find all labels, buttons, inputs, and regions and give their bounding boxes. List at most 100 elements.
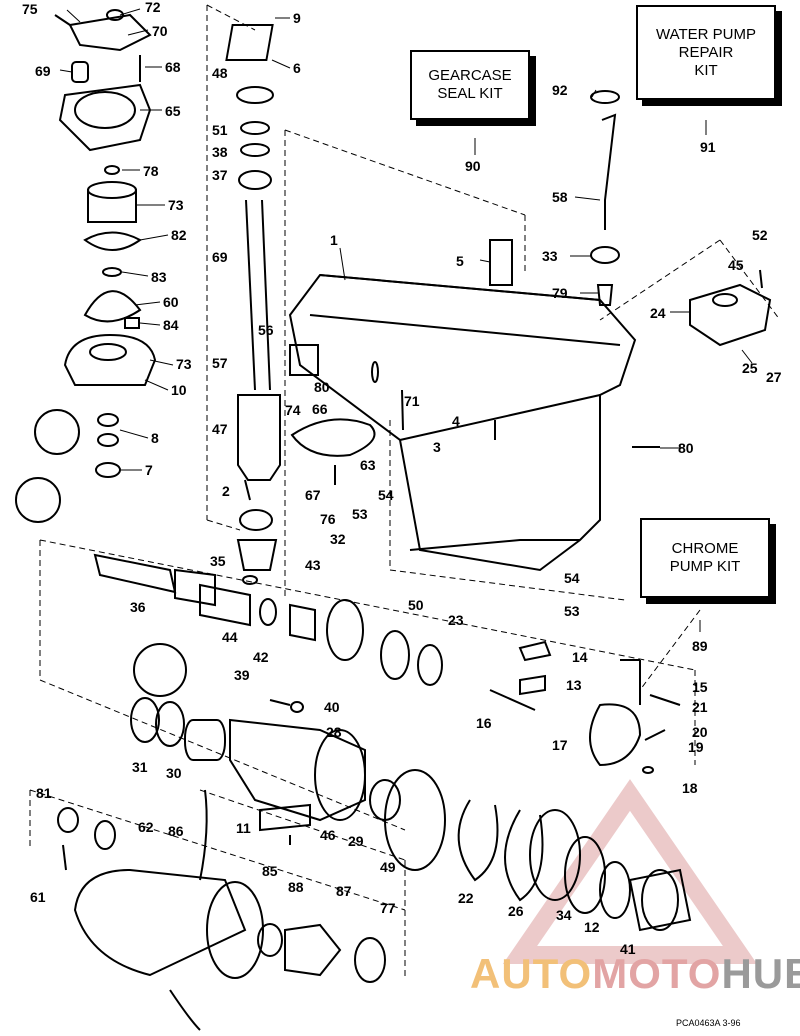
callout-16: 16 [476,715,492,731]
callout-91: 91 [700,139,716,155]
callout-88: 88 [288,879,304,895]
callout-15: 15 [692,679,708,695]
drawing-code: PCA0463A 3-96 [676,1018,741,1028]
callout-18: 18 [682,780,698,796]
watermark-part3: HUB [721,950,800,997]
callout-42: 42 [253,649,269,665]
callout-53: 53 [352,506,368,522]
callout-4: 4 [452,413,460,429]
callout-73: 73 [168,197,184,213]
callout-24: 24 [650,305,666,321]
callout-63: 63 [360,457,376,473]
callout-7: 7 [145,462,153,478]
callout-48: 48 [212,65,228,81]
gearcase-seal-kit-box: GEARCASE SEAL KIT [410,50,530,120]
callout-92: 92 [552,82,568,98]
callout-52: 52 [752,227,768,243]
callout-43: 43 [305,557,321,573]
bearing-housing [130,643,366,845]
callout-69: 69 [35,63,51,79]
callout-54b: 54 [564,570,580,586]
propeller [57,789,386,1031]
watermark: AUTOMOTOHUB [470,950,800,998]
callout-58: 58 [552,189,568,205]
callout-23: 23 [448,612,464,628]
callout-29: 29 [348,833,364,849]
shift-linkage [489,640,681,774]
callout-76: 76 [320,511,336,527]
callout-45: 45 [728,257,744,273]
water-pump-repair-kit-box: WATER PUMP REPAIR KIT [636,5,776,100]
callout-3: 3 [433,439,441,455]
callout-21: 21 [692,699,708,715]
callout-13: 13 [566,677,582,693]
callout-51: 51 [212,122,228,138]
callout-80: 80 [314,379,330,395]
callout-2: 2 [222,483,230,499]
callout-79: 79 [552,285,568,301]
callout-11: 11 [236,820,251,836]
callout-72: 72 [145,0,161,15]
callout-67: 67 [305,487,321,503]
gearcase-main [288,239,637,572]
callout-50: 50 [408,597,424,613]
callout-78: 78 [143,163,159,179]
callout-60: 60 [163,294,179,310]
callout-46: 46 [320,827,336,843]
callout-84: 84 [163,317,179,333]
callout-20: 20 [692,724,708,740]
callout-69b: 69 [212,249,228,265]
callout-62: 62 [138,819,154,835]
parts-drawing [15,8,772,1031]
gearcase-seal-kit-label: GEARCASE SEAL KIT [428,67,512,102]
callout-66: 66 [312,401,328,417]
water-pump-repair-kit-label: WATER PUMP REPAIR KIT [656,25,756,79]
callout-40: 40 [324,699,340,715]
watermark-part1: AUTO [470,950,593,997]
callout-85: 85 [262,863,278,879]
callout-80b: 80 [678,440,694,456]
water-pump-housing [54,9,152,152]
callout-17: 17 [552,737,568,753]
callout-68: 68 [165,59,181,75]
water-tube [590,90,620,306]
callout-86: 86 [168,823,184,839]
callout-90: 90 [465,158,481,174]
callout-12: 12 [584,919,600,935]
dashed-guides [29,4,781,980]
watermark-triangle [502,779,758,964]
callout-77: 77 [380,900,396,916]
callout-53b: 53 [564,603,580,619]
driveshaft [225,24,281,585]
callout-81: 81 [36,785,52,801]
callout-27: 27 [766,369,782,385]
callout-74: 74 [285,402,301,418]
callout-57: 57 [212,355,228,371]
callout-35: 35 [210,553,226,569]
callout-75: 75 [22,1,38,17]
retaining-rings [369,769,692,932]
callout-32: 32 [330,531,346,547]
callout-labels: 75 72 70 69 68 65 78 73 82 83 60 84 73 1… [22,0,782,957]
leader-lines [59,8,753,632]
callout-39: 39 [234,667,250,683]
callout-71: 71 [404,393,420,409]
callout-82: 82 [171,227,187,243]
impeller-stack [63,165,157,386]
callout-73b: 73 [176,356,192,372]
callout-70: 70 [152,23,168,39]
callout-31: 31 [132,759,148,775]
callout-49: 49 [380,859,396,875]
callout-44: 44 [222,629,238,645]
callout-83: 83 [151,269,167,285]
callout-38: 38 [212,144,228,160]
callout-26: 26 [508,903,524,919]
callout-33: 33 [542,248,558,264]
water-pump-cover [632,269,772,448]
seals-group [15,409,121,523]
callout-61: 61 [30,889,46,905]
callout-41: 41 [620,941,636,957]
callout-30: 30 [166,765,182,781]
callout-14: 14 [572,649,588,665]
callout-22: 22 [458,890,474,906]
